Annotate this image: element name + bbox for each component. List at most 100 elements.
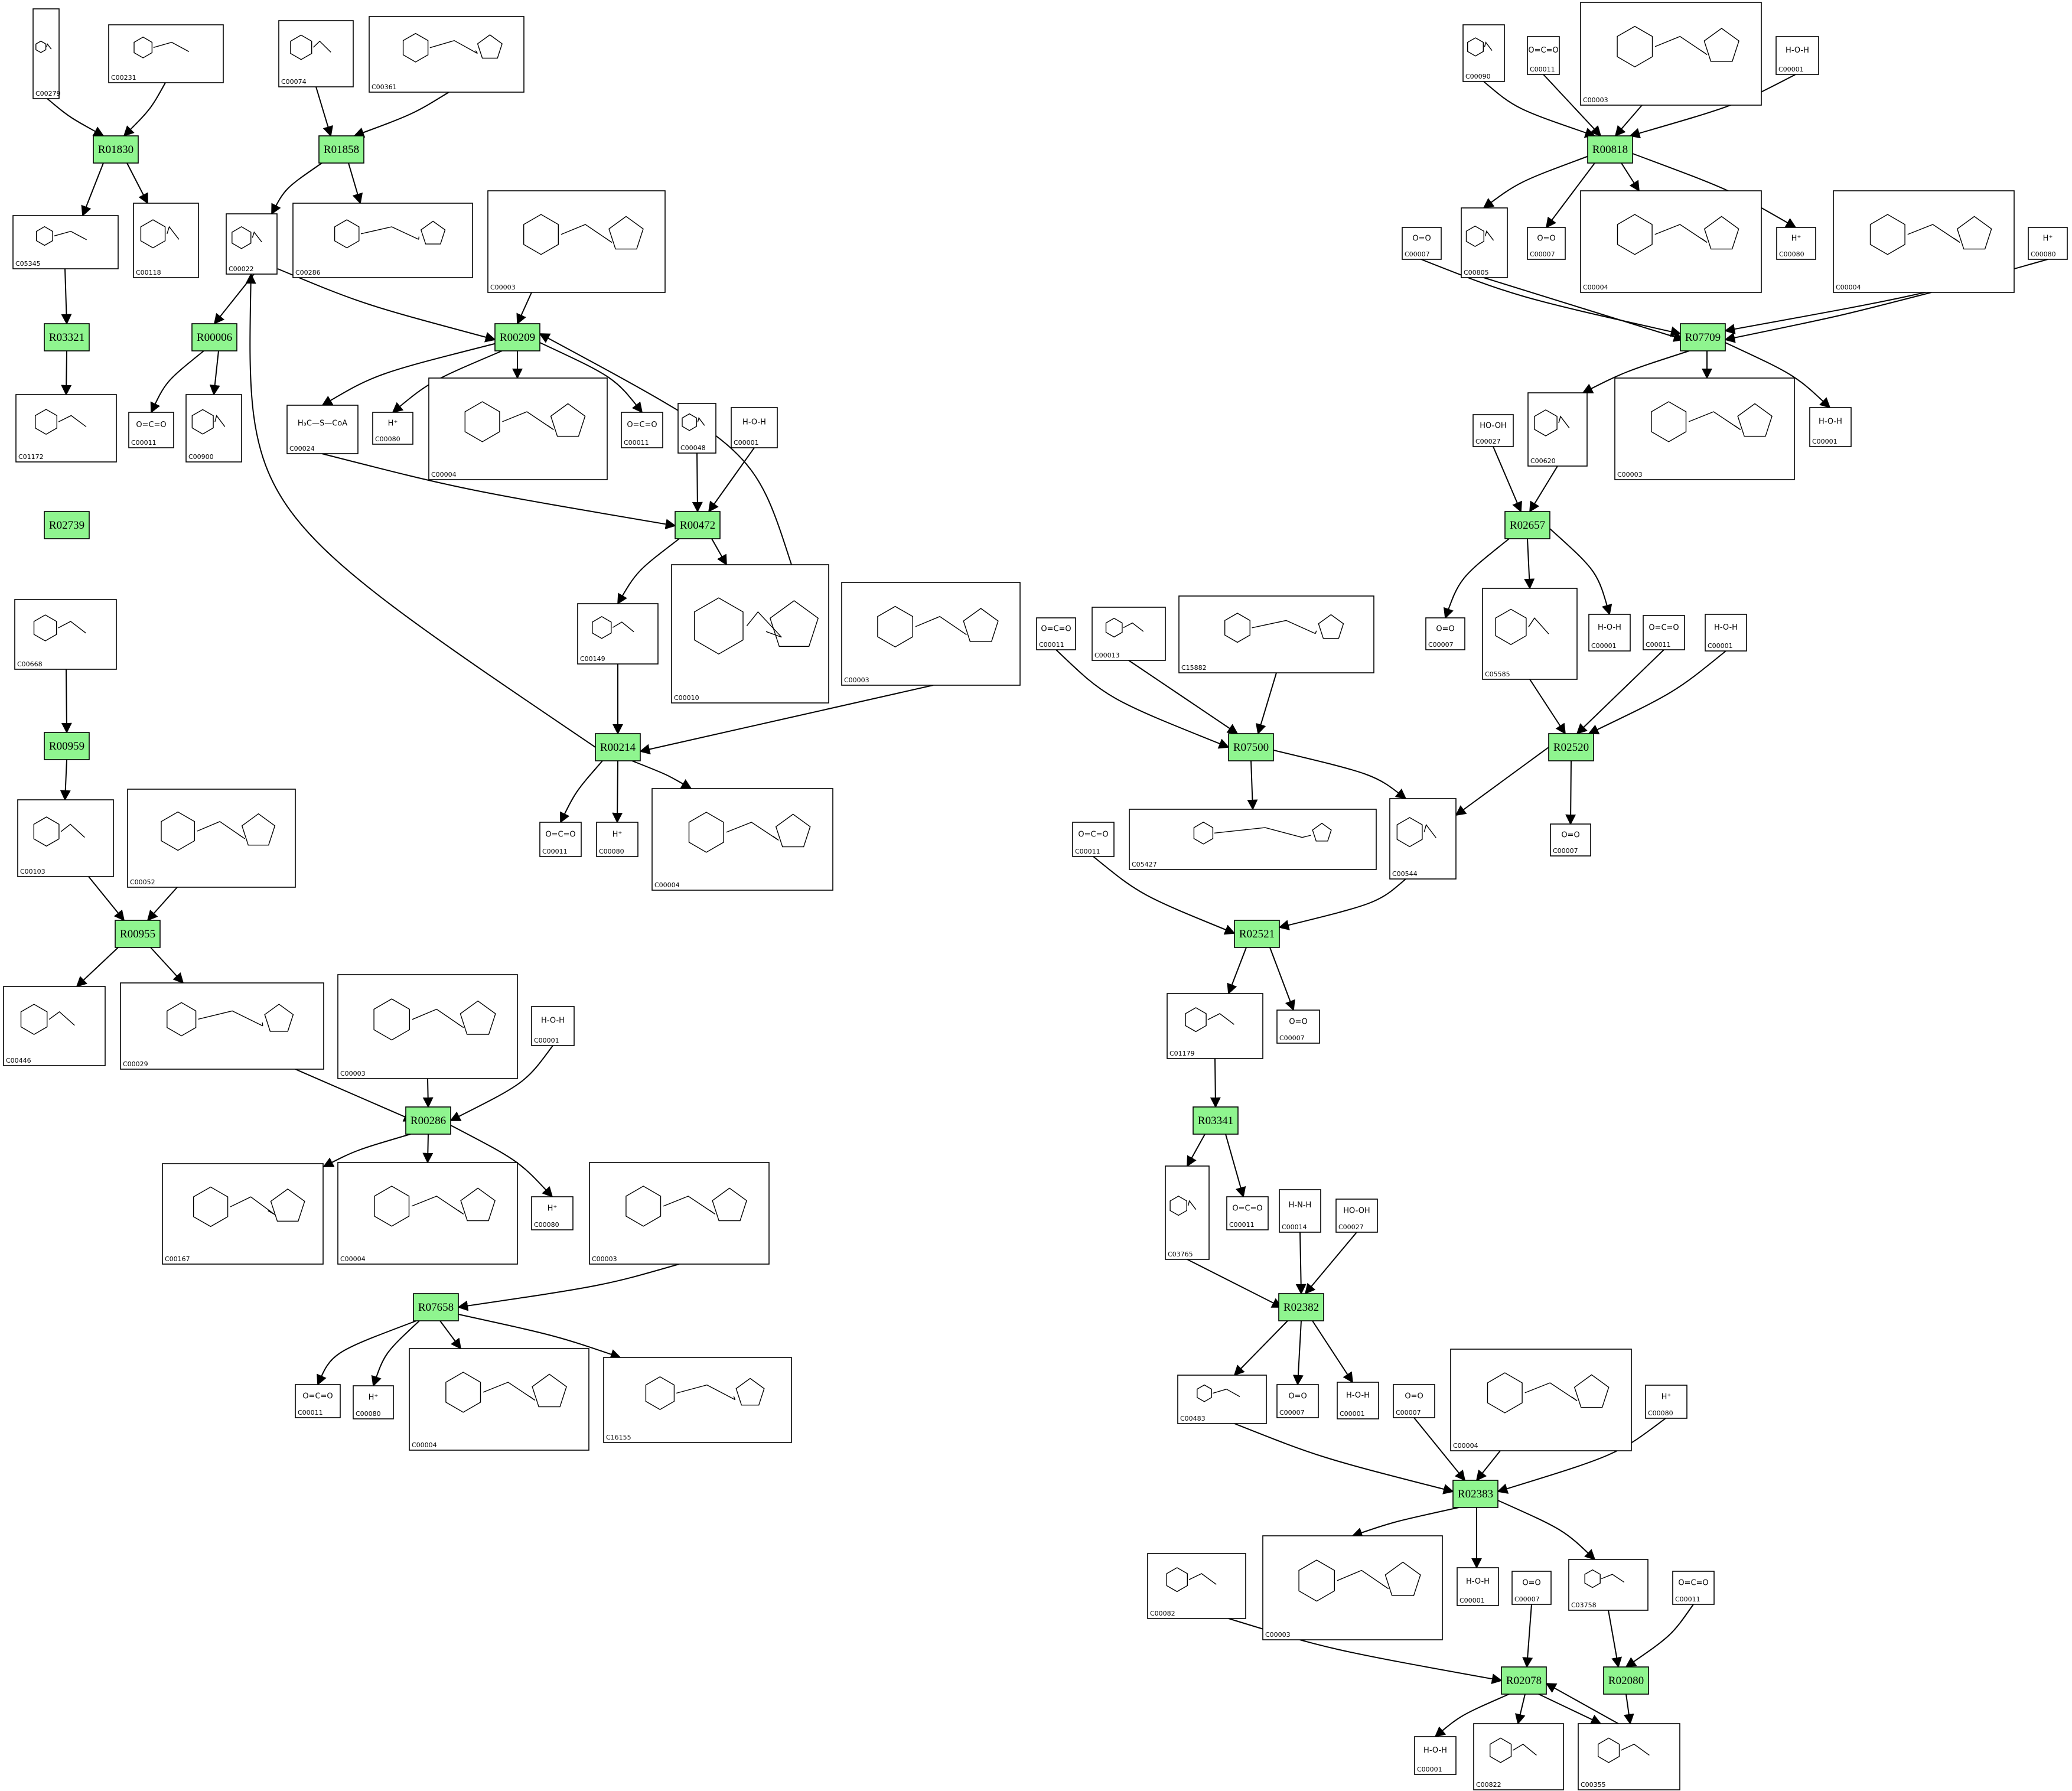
compound-c00022[interactable]: C00022 bbox=[226, 213, 278, 275]
reaction-r01858[interactable]: R01858 bbox=[318, 135, 364, 164]
compound-c00286[interactable]: C00286 bbox=[292, 203, 473, 278]
reaction-r02739[interactable]: R02739 bbox=[44, 511, 90, 539]
reaction-r00472[interactable]: R00472 bbox=[675, 511, 721, 539]
compound-c00010[interactable]: C00010 bbox=[671, 564, 829, 704]
compound-c00048[interactable]: C00048 bbox=[677, 403, 716, 454]
compound-c00361[interactable]: C00361 bbox=[369, 16, 524, 93]
compound-c05427[interactable]: C05427 bbox=[1129, 809, 1377, 870]
compound-c00003[interactable]: C00003 bbox=[1262, 1535, 1443, 1640]
compound-c00003[interactable]: C00003 bbox=[841, 582, 1021, 686]
compound-c00003[interactable]: C00003 bbox=[487, 190, 666, 293]
compound-c00103[interactable]: C00103 bbox=[17, 799, 114, 877]
compound-c01179[interactable]: C01179 bbox=[1167, 993, 1263, 1059]
reaction-r02521[interactable]: R02521 bbox=[1234, 920, 1280, 948]
compound-c15882[interactable]: C15882 bbox=[1178, 595, 1374, 673]
compound-c03758[interactable]: C03758 bbox=[1568, 1559, 1649, 1611]
reaction-r01830[interactable]: R01830 bbox=[93, 135, 139, 164]
compound-c00167[interactable]: C00167 bbox=[162, 1163, 324, 1265]
compound-c00052[interactable]: C00052 bbox=[127, 789, 296, 888]
reaction-r03341[interactable]: R03341 bbox=[1193, 1106, 1239, 1135]
compound-c00483[interactable]: C00483 bbox=[1177, 1375, 1267, 1424]
compound-c00080[interactable]: H⁺C00080 bbox=[2028, 227, 2068, 260]
compound-c00004[interactable]: C00004 bbox=[1580, 190, 1762, 293]
reaction-r00286[interactable]: R00286 bbox=[405, 1106, 451, 1135]
reaction-r00006[interactable]: R00006 bbox=[191, 323, 237, 351]
compound-c00279[interactable]: C00279 bbox=[32, 8, 61, 99]
compound-c00149[interactable]: C00149 bbox=[577, 603, 659, 665]
compound-c00080[interactable]: H⁺C00080 bbox=[353, 1385, 394, 1419]
reaction-r02520[interactable]: R02520 bbox=[1548, 733, 1594, 761]
reaction-r02657[interactable]: R02657 bbox=[1504, 511, 1550, 539]
compound-c00003[interactable]: C00003 bbox=[337, 974, 518, 1079]
reaction-r02382[interactable]: R02382 bbox=[1278, 1293, 1324, 1321]
compound-c00231[interactable]: C00231 bbox=[108, 24, 224, 83]
compound-c00900[interactable]: C00900 bbox=[185, 394, 242, 463]
reaction-r02078[interactable]: R02078 bbox=[1501, 1666, 1547, 1695]
reaction-r02080[interactable]: R02080 bbox=[1603, 1666, 1649, 1695]
compound-c00446[interactable]: C00446 bbox=[3, 986, 106, 1066]
reaction-r07709[interactable]: R07709 bbox=[1680, 323, 1726, 351]
compound-c00620[interactable]: C00620 bbox=[1527, 392, 1588, 467]
compound-c00544[interactable]: C00544 bbox=[1389, 798, 1457, 880]
compound-c00013[interactable]: C00013 bbox=[1092, 607, 1166, 661]
compound-c00080[interactable]: H⁺C00080 bbox=[531, 1196, 574, 1230]
compound-c00004[interactable]: C00004 bbox=[651, 788, 833, 891]
compound-c16155[interactable]: C16155 bbox=[603, 1357, 792, 1443]
compound-c05585[interactable]: C05585 bbox=[1482, 588, 1578, 680]
compound-c00080[interactable]: H⁺C00080 bbox=[596, 822, 638, 857]
compound-c00029[interactable]: C00029 bbox=[120, 982, 324, 1070]
compound-c00355[interactable]: C00355 bbox=[1578, 1723, 1680, 1790]
reaction-r00209[interactable]: R00209 bbox=[494, 323, 540, 351]
compound-c00822[interactable]: C00822 bbox=[1473, 1723, 1564, 1790]
compound-c00003[interactable]: C00003 bbox=[1614, 377, 1795, 480]
compound-c00082[interactable]: C00082 bbox=[1147, 1553, 1246, 1619]
compound-c00004[interactable]: C00004 bbox=[337, 1162, 518, 1265]
compound-c00118[interactable]: C00118 bbox=[133, 203, 199, 278]
compound-c00080[interactable]: H⁺C00080 bbox=[372, 412, 413, 445]
compound-c00003[interactable]: C00003 bbox=[589, 1162, 770, 1265]
compound-c01172[interactable]: C01172 bbox=[15, 394, 117, 463]
compound-c00003[interactable]: C00003 bbox=[1580, 2, 1762, 106]
compound-c00004[interactable]: C00004 bbox=[409, 1348, 589, 1451]
compound-c05345[interactable]: C05345 bbox=[12, 215, 119, 269]
compound-c00080[interactable]: H⁺C00080 bbox=[1776, 227, 1816, 260]
reaction-r07658[interactable]: R07658 bbox=[413, 1293, 459, 1321]
reaction-r00214[interactable]: R00214 bbox=[595, 733, 641, 761]
compound-c03765[interactable]: C03765 bbox=[1165, 1165, 1210, 1260]
reaction-r02383[interactable]: R02383 bbox=[1452, 1480, 1498, 1508]
compound-c00090[interactable]: C00090 bbox=[1462, 24, 1505, 82]
reaction-r00959[interactable]: R00959 bbox=[44, 732, 90, 760]
compound-c00004[interactable]: C00004 bbox=[1833, 190, 2015, 293]
reaction-r00818[interactable]: R00818 bbox=[1587, 135, 1633, 164]
compound-c00080[interactable]: H⁺C00080 bbox=[1645, 1385, 1687, 1419]
reaction-r00955[interactable]: R00955 bbox=[115, 920, 161, 948]
